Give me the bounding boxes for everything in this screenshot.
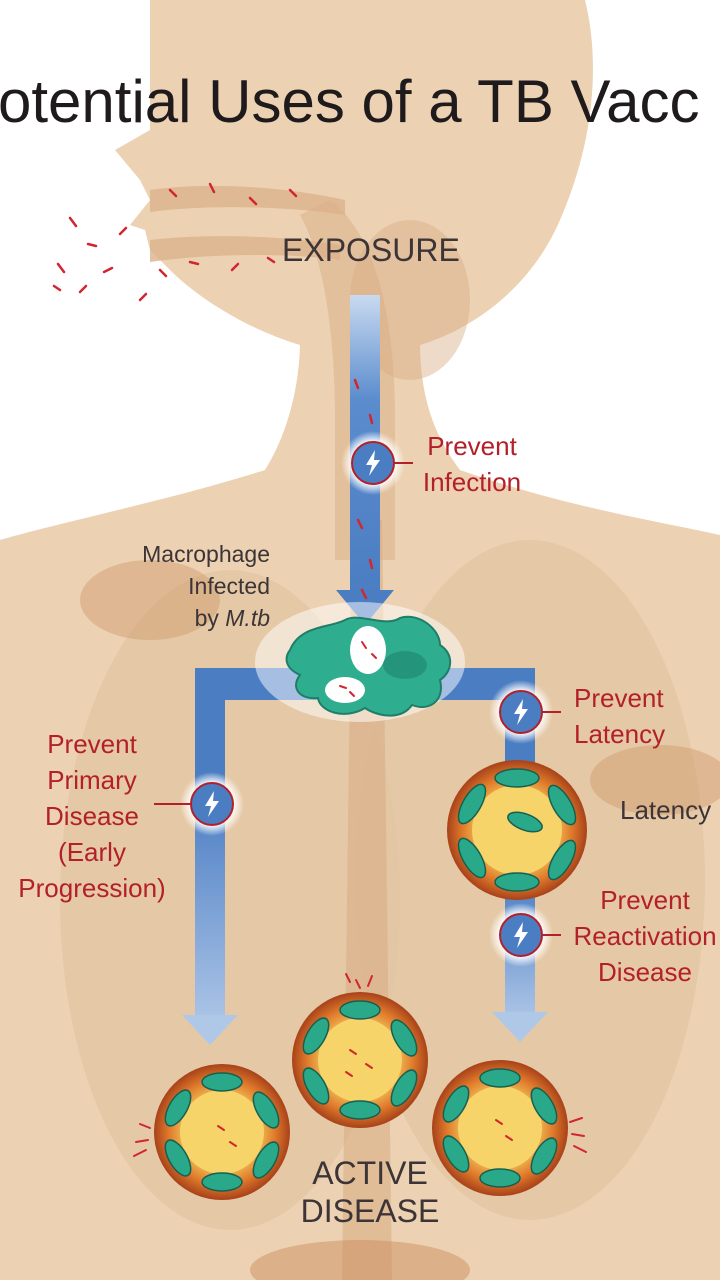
exposure-label: EXPOSURE xyxy=(282,230,460,270)
prevent-reactivation-label: Prevent Reactivation Disease xyxy=(572,882,718,990)
prevent-primary-label: Prevent Primary Disease (Early Progressi… xyxy=(12,726,172,906)
prevent-infection-label: Prevent Infection xyxy=(412,428,532,500)
latency-label: Latency xyxy=(620,792,711,828)
active-disease-label: ACTIVE DISEASE xyxy=(290,1154,450,1230)
macrophage-cell xyxy=(255,602,465,722)
macrophage-label: Macrophage Infected by M.tb xyxy=(120,538,270,634)
prevent-latency-label: Prevent Latency xyxy=(574,680,665,752)
mtb-italic: M.tb xyxy=(225,605,270,631)
diagram-title: otential Uses of a TB Vacc xyxy=(0,62,699,142)
granuloma-latency xyxy=(447,760,587,900)
